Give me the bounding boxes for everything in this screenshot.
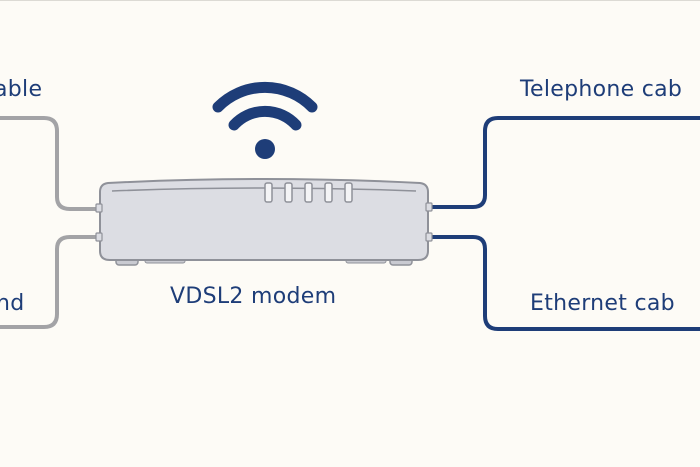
telephone-cable xyxy=(422,116,700,209)
left-bottom-cable-label: nd xyxy=(0,291,25,316)
ethernet-cable xyxy=(422,235,700,331)
wifi-arc-outer xyxy=(212,81,318,113)
left-top-cable-label: able xyxy=(0,77,43,102)
modem-light-1 xyxy=(264,182,273,203)
modem-port-right-top xyxy=(425,202,433,212)
telephone-cable-label: Telephone cab xyxy=(520,77,683,102)
wifi-arc-inner xyxy=(228,105,302,131)
modem-light-5 xyxy=(344,182,353,203)
modem-light-4 xyxy=(324,182,333,203)
modem-light-2 xyxy=(284,182,293,203)
modem-body xyxy=(99,178,429,261)
modem-top-line xyxy=(111,187,417,192)
ethernet-cable-label: Ethernet cab xyxy=(530,291,675,316)
modem-icon xyxy=(95,178,433,266)
modem-port-left-bottom xyxy=(95,232,103,242)
wifi-icon xyxy=(212,81,318,159)
modem-port-right-bottom xyxy=(425,232,433,242)
left-bottom-cable xyxy=(0,235,106,329)
left-top-cable xyxy=(0,116,106,211)
modem-label: VDSL2 modem xyxy=(170,284,337,309)
wifi-dot xyxy=(255,139,275,159)
modem-port-left-top xyxy=(95,203,103,213)
modem-light-3 xyxy=(304,182,313,203)
